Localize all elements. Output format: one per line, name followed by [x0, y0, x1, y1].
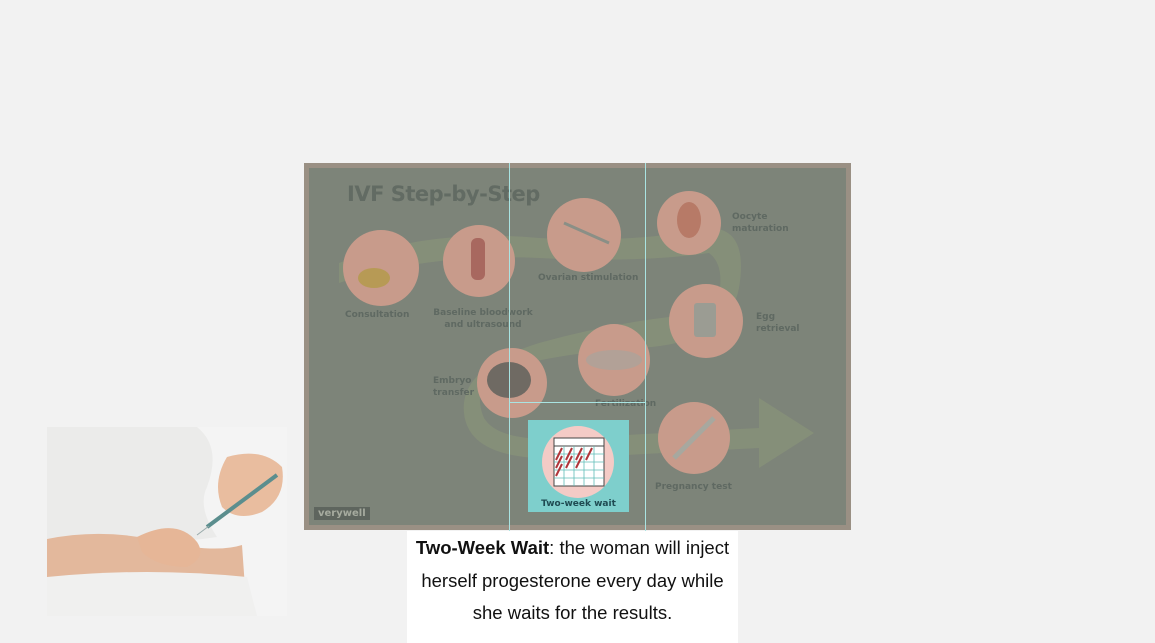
step-label-egg-retrieval: Egg retrieval: [756, 312, 800, 334]
verywell-logo: verywell: [314, 507, 370, 520]
step-label-oocyte-maturation: Oocyte maturation: [732, 212, 789, 234]
caption-text: : the woman will inject herself progeste…: [421, 537, 730, 623]
step-label-ovarian-stimulation: Ovarian stimulation: [538, 273, 639, 283]
step-label-consultation: Consultation: [345, 310, 410, 320]
step-label-pregnancy-test: Pregnancy test: [655, 482, 732, 492]
guide-line-right: [645, 163, 646, 643]
guide-line-left: [509, 163, 510, 643]
step-label-two-week-wait: Two-week wait: [541, 499, 616, 509]
step-label-fertilization: Fertilization: [595, 399, 657, 409]
caption-box: Two-Week Wait: the woman will inject her…: [407, 531, 738, 643]
guide-line-horizontal: [509, 402, 646, 403]
two-week-wait-step: Two-week wait: [528, 420, 629, 512]
infographic-title: IVF Step-by-Step: [347, 182, 540, 206]
caption-term: Two-Week Wait: [415, 537, 550, 558]
injection-photo: [47, 427, 287, 616]
step-label-baseline: Baseline bloodwork and ultrasound: [433, 308, 533, 330]
calendar-icon: [553, 437, 605, 487]
step-label-embryo-transfer: Embryo transfer: [433, 376, 475, 398]
